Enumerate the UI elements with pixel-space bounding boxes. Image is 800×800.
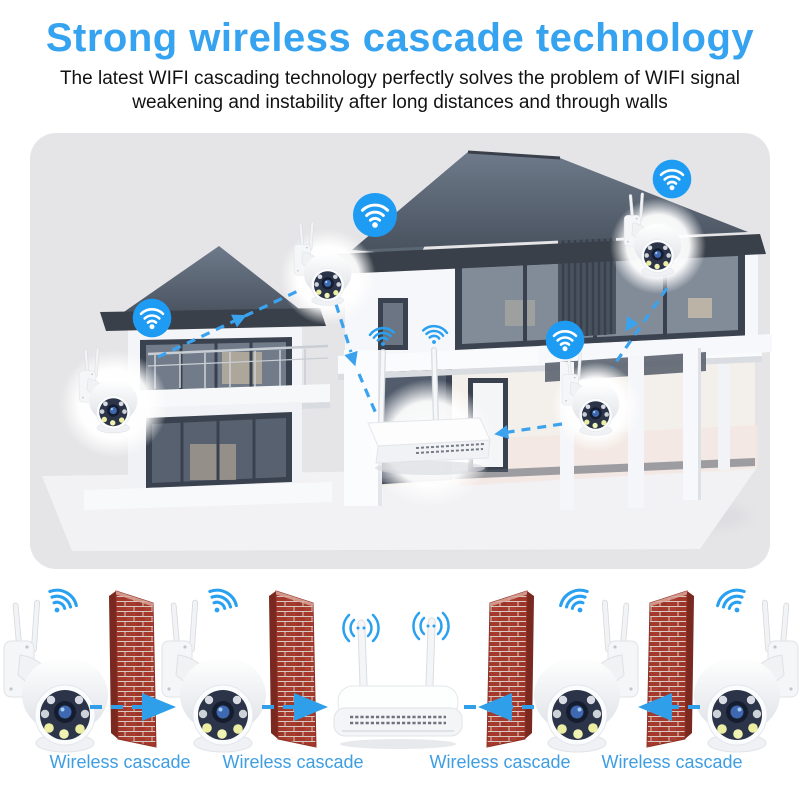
cascade-arrow-icon <box>610 287 669 369</box>
cascade-diagram-row <box>3 583 799 753</box>
wifi-router-icon <box>367 323 491 475</box>
cascade-arrow-icon <box>334 303 379 417</box>
brick-wall <box>646 590 695 748</box>
subtitle-line-2: weakening and instability after long dis… <box>132 92 668 113</box>
page-title: Strong wireless cascade technology <box>45 16 755 60</box>
cascade-label: Wireless cascade <box>222 752 364 772</box>
cascade-arrows-bottom <box>90 693 700 721</box>
brick-wall <box>486 590 535 748</box>
cascade-arrow-icon <box>638 693 700 721</box>
cascade-arrow-icon <box>493 422 563 442</box>
brick-wall <box>108 590 157 748</box>
house-illustration <box>42 150 772 551</box>
subtitle-line-1: The latest WIFI cascading technology per… <box>59 68 741 89</box>
cascade-arrow-icon <box>90 693 176 721</box>
wifi-signal-icon <box>651 158 693 200</box>
wifi-router-icon <box>333 611 463 749</box>
cascade-arrow-icon <box>157 288 301 359</box>
ptz-camera-icon <box>533 599 639 753</box>
wifi-signal-icon <box>351 191 399 239</box>
wifi-waves-icon <box>712 583 753 621</box>
wifi-waves-icon <box>201 583 242 621</box>
header: Strong wireless cascade technology The l… <box>0 0 800 115</box>
cascade-label: Wireless cascade <box>601 752 743 772</box>
ptz-camera-icon <box>3 599 109 753</box>
ptz-camera-icon <box>693 599 799 753</box>
cascade-label: Wireless cascade <box>429 752 571 772</box>
cascade-arrow-icon <box>462 693 534 721</box>
brick-wall <box>268 590 317 748</box>
cascade-arrows <box>157 287 669 442</box>
wifi-waves-icon <box>41 583 82 621</box>
cascade-arrow-icon <box>262 693 328 721</box>
ptz-camera-icon <box>161 599 267 753</box>
wifi-waves-icon <box>555 583 596 621</box>
wifi-signal-icon <box>544 319 586 361</box>
cascade-label: Wireless cascade <box>49 752 191 772</box>
wifi-signal-icon <box>131 297 173 339</box>
